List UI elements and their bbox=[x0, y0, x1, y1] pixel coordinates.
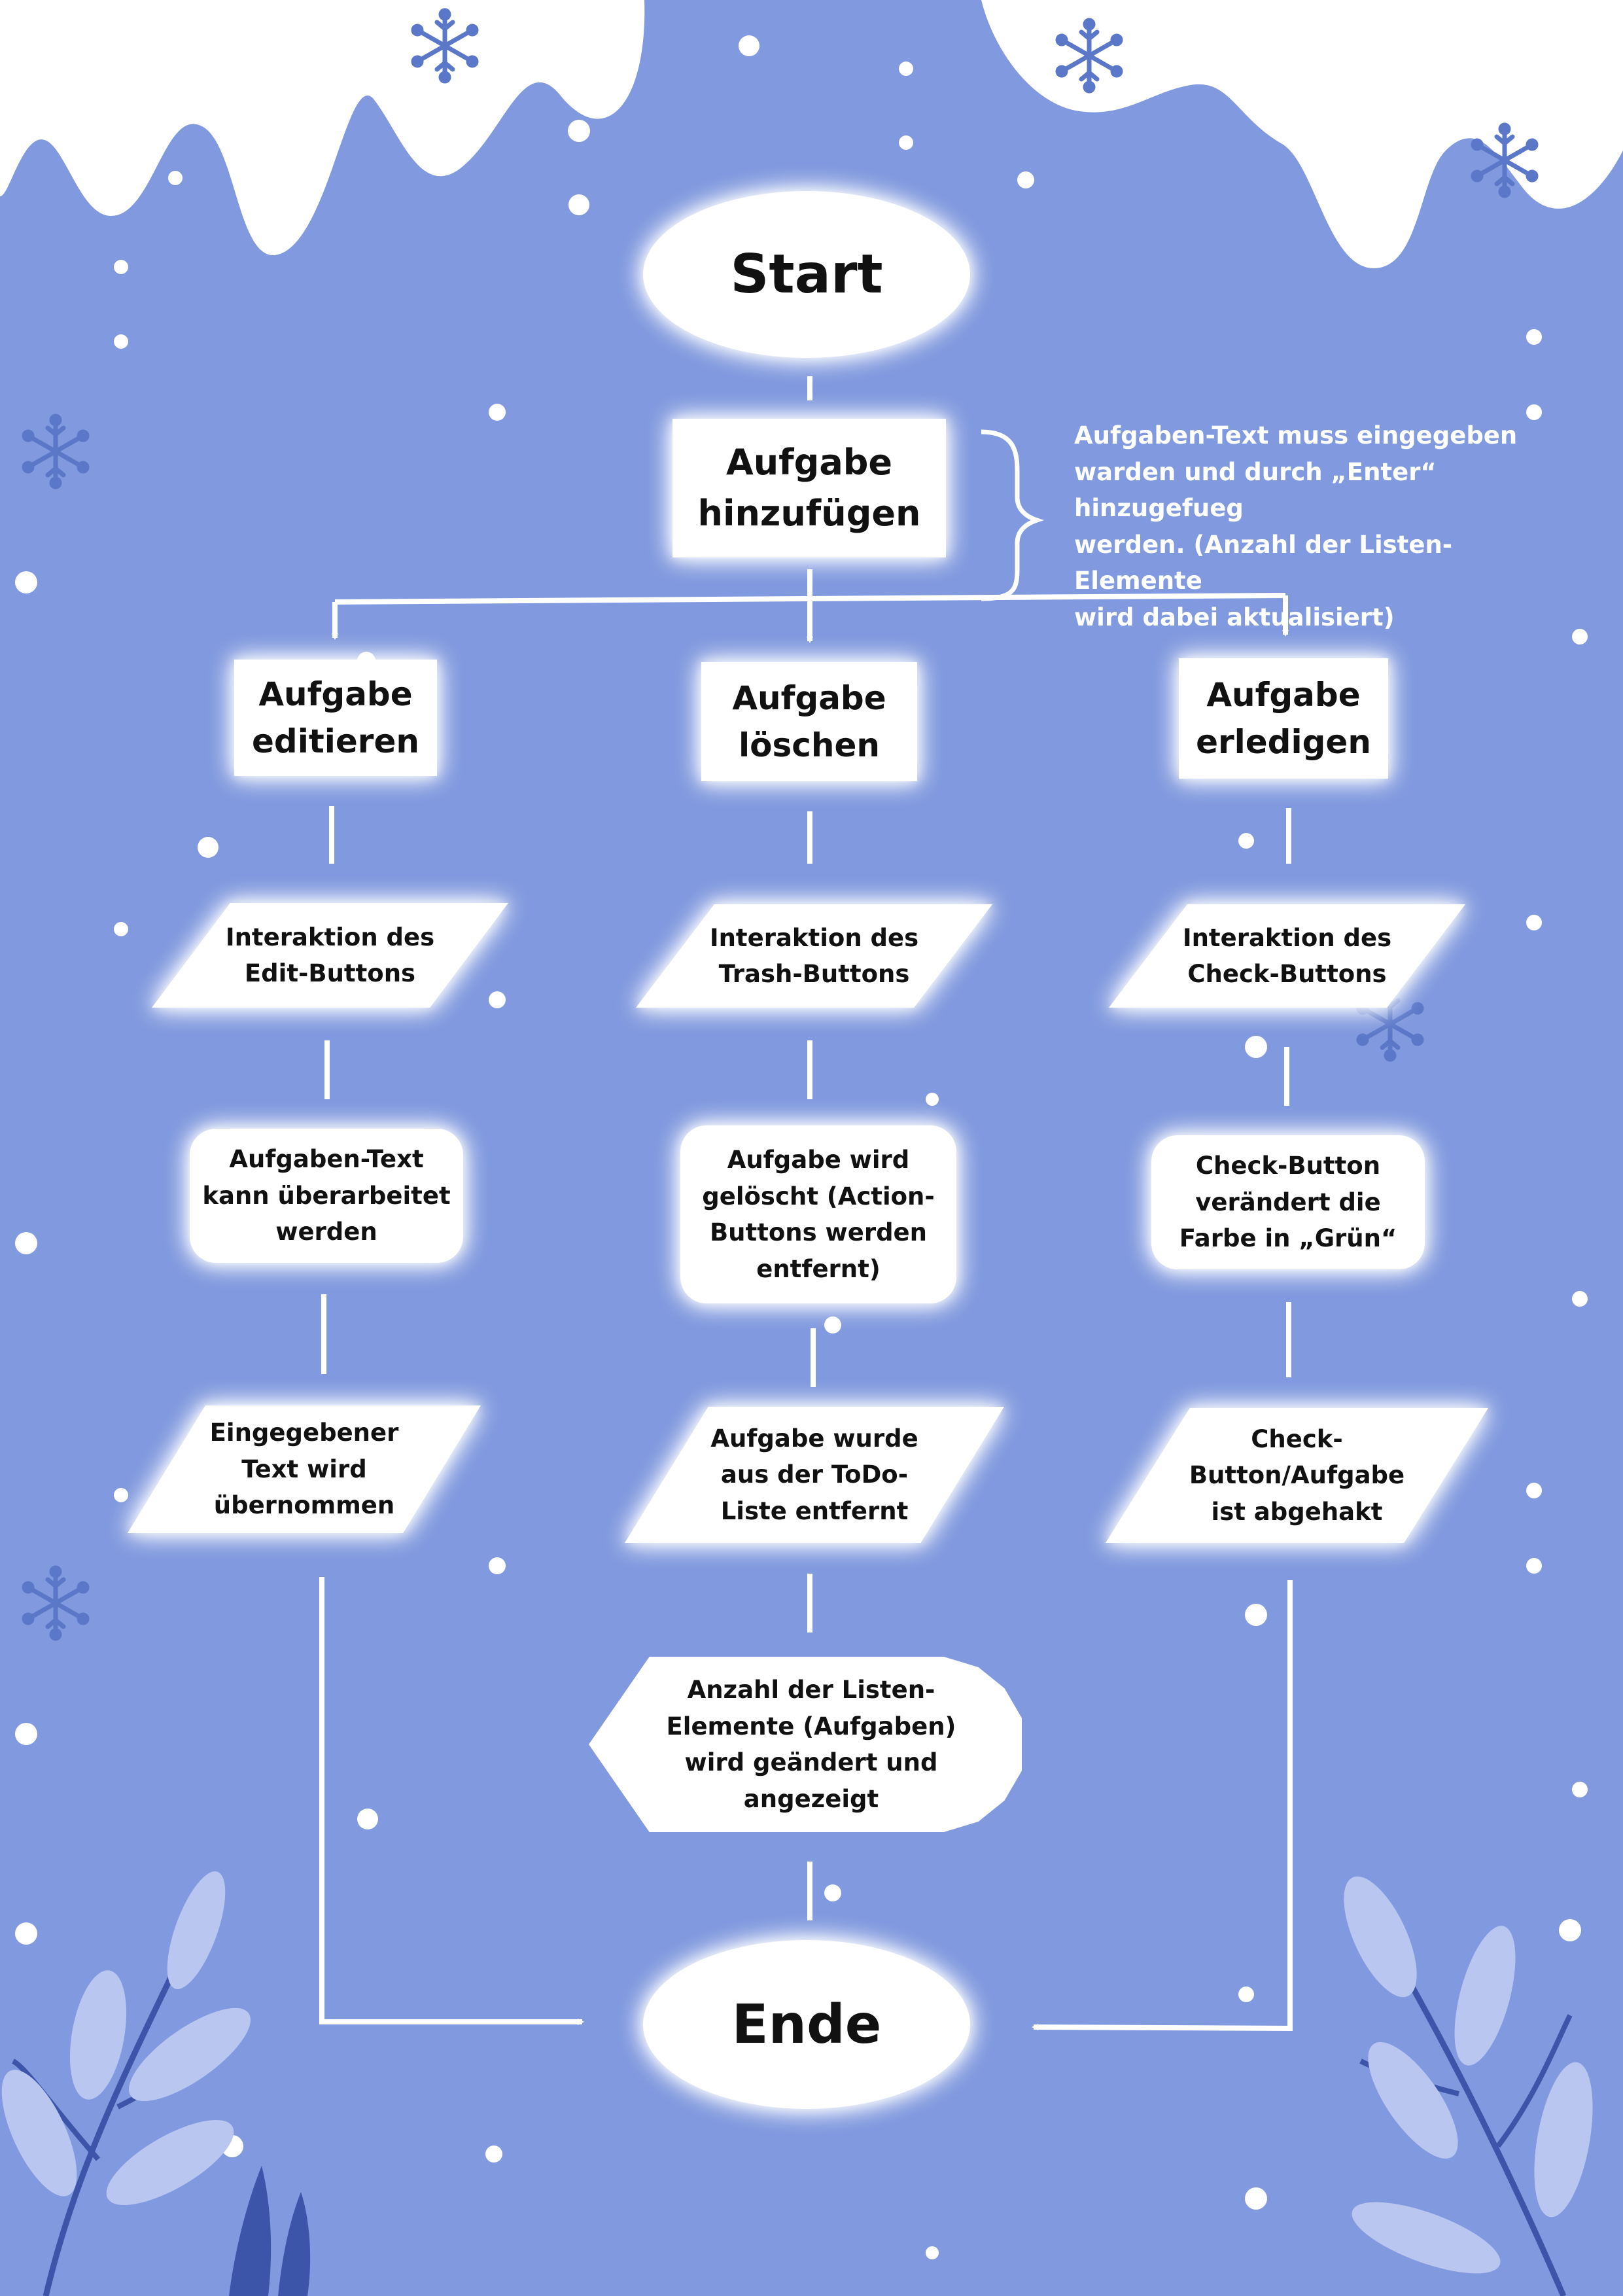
snow-cap bbox=[981, 0, 1623, 268]
delete-process: Aufgabe wird gelöscht (Action- Buttons w… bbox=[680, 1125, 956, 1303]
add-task-node: Aufgabe hinzufügen bbox=[672, 419, 946, 557]
count-display-text: Anzahl der Listen- Elemente (Aufgaben) w… bbox=[666, 1676, 956, 1813]
snowflake-icon bbox=[24, 416, 87, 487]
add-task-note: Aufgaben-Text muss eingegeben warden und… bbox=[1074, 421, 1518, 631]
delete-result: Aufgabe wurde aus der ToDo- Liste entfer… bbox=[625, 1407, 1004, 1543]
complete-result: Check- Button/Aufgabe ist abgehakt bbox=[1106, 1408, 1488, 1543]
connector-lines bbox=[319, 376, 1293, 2032]
leaf-branch bbox=[1, 1871, 311, 2296]
edit-task-node: Aufgabe editieren bbox=[234, 660, 437, 776]
complete-process: Check-Button verändert die Farbe in „Grü… bbox=[1151, 1135, 1425, 1269]
complete-task-node: Aufgabe erledigen bbox=[1179, 658, 1388, 779]
snowflake-icon bbox=[24, 1568, 87, 1638]
snow-dot bbox=[15, 35, 1588, 2259]
start-node: Start bbox=[643, 191, 970, 358]
end-node: Ende bbox=[643, 1940, 970, 2109]
trash-button-interaction: Interaktion des Trash-Buttons bbox=[636, 904, 992, 1008]
brace bbox=[981, 429, 1045, 601]
edit-result: Eingegebener Text wird übernommen bbox=[128, 1405, 481, 1533]
snow-cap bbox=[0, 0, 645, 256]
count-display-node: Anzahl der Listen- Elemente (Aufgaben) w… bbox=[589, 1657, 1022, 1832]
edit-button-interaction: Interaktion des Edit-Buttons bbox=[152, 903, 508, 1008]
delete-task-node: Aufgabe löschen bbox=[701, 662, 917, 781]
edit-process: Aufgaben-Text kann überarbeitet werden bbox=[190, 1129, 463, 1263]
check-button-interaction: Interaktion des Check-Buttons bbox=[1109, 904, 1465, 1008]
leaf-branch bbox=[1344, 1876, 1593, 2296]
